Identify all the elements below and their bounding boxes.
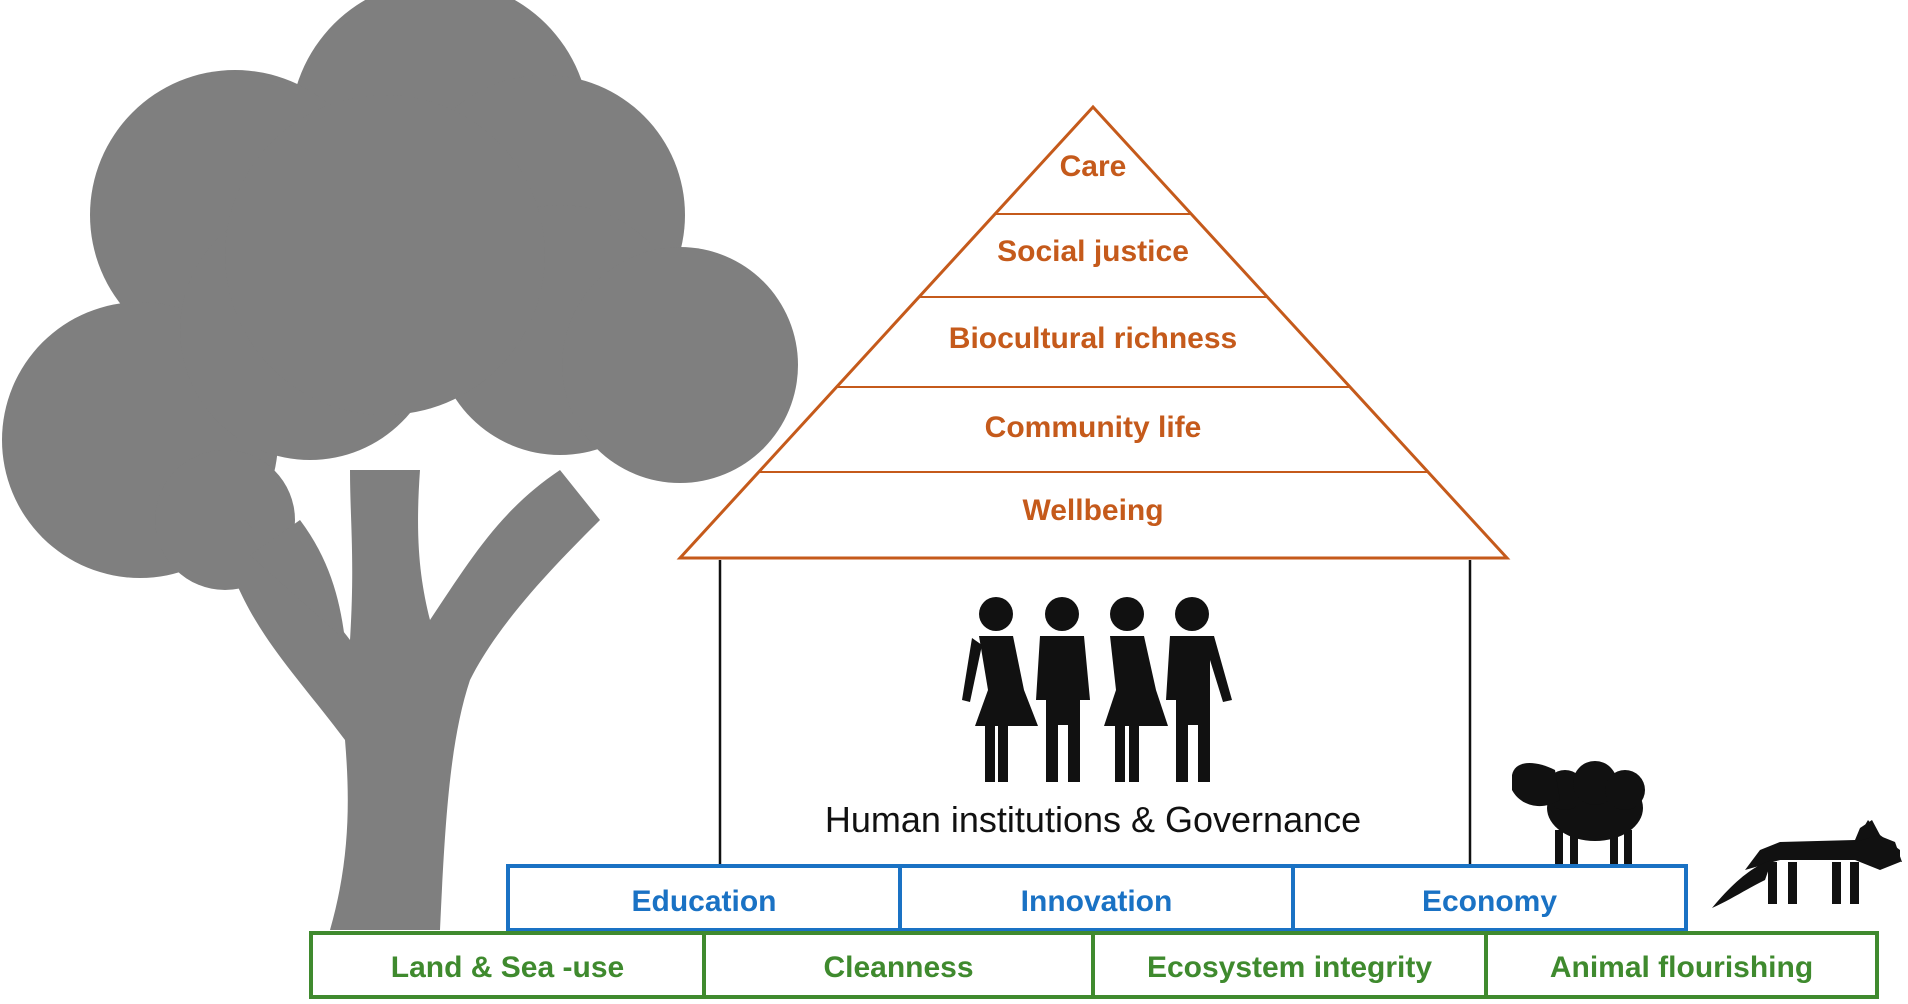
foundation-label-animal-flourishing: Animal flourishing (1550, 951, 1813, 984)
person-icon (1166, 597, 1232, 782)
roof-level-care: Care (1060, 150, 1127, 183)
pillar-label-economy: Economy (1422, 885, 1557, 918)
fox-icon (1712, 820, 1902, 908)
green-pillar-row: Land & Sea -use Cleanness Ecosystem integr… (309, 931, 1879, 999)
foundation-box-animal-flourishing (1484, 931, 1879, 999)
roof-level-community-life: Community life (985, 411, 1202, 444)
person-icon (962, 597, 1038, 782)
pillar-box-economy (1291, 864, 1688, 932)
blue-pillar-row: Education Innovation Economy (506, 864, 1688, 932)
roof-level-social-justice: Social justice (997, 235, 1189, 268)
foundation-box-cleanness (702, 931, 1095, 999)
foundation-box-ecosystem-integrity (1091, 931, 1488, 999)
people-group-icon (962, 597, 1232, 782)
sheep-icon (1512, 761, 1645, 865)
foundation-label-land-sea-use: Land & Sea -use (391, 951, 624, 984)
person-icon (1104, 597, 1168, 782)
house-walls (718, 560, 1472, 864)
roof-level-wellbeing: Wellbeing (1022, 494, 1163, 527)
house-label: Human institutions & Governance (825, 799, 1361, 840)
tree-icon (2, 0, 798, 930)
pillar-label-innovation: Innovation (1021, 885, 1173, 918)
pillar-box-education (506, 864, 902, 932)
pillar-label-education: Education (631, 885, 776, 918)
roof-level-biocultural-richness: Biocultural richness (949, 322, 1237, 355)
foundation-label-ecosystem-integrity: Ecosystem integrity (1147, 951, 1432, 984)
foundation-label-cleanness: Cleanness (823, 951, 973, 984)
person-icon (1036, 597, 1090, 782)
